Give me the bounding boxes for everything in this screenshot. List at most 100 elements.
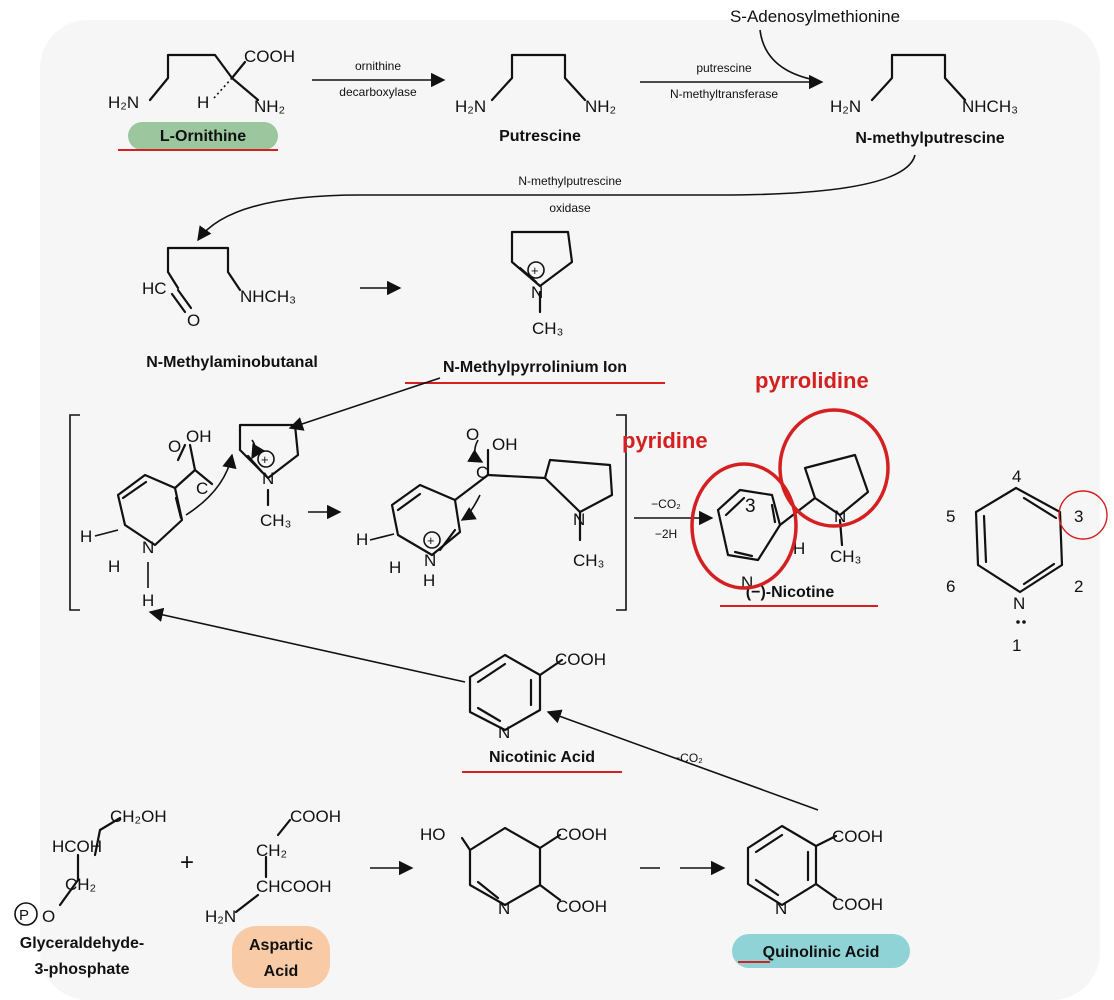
svg-text:O: O — [187, 311, 200, 330]
nicotinic-acid-label: Nicotinic Acid — [489, 749, 595, 766]
nicotinic-acid-structure: N COOH — [468, 650, 606, 742]
quinolinic-label: Quinolinic Acid — [763, 944, 880, 961]
svg-text:N: N — [142, 538, 154, 557]
putrescine-structure: H₂N NH₂ — [455, 53, 616, 116]
quinolinic-to-nicotinic-arrow — [546, 709, 819, 811]
svg-text:H₂N: H₂N — [205, 907, 236, 926]
svg-text:N: N — [834, 507, 846, 526]
svg-text:+: + — [261, 452, 269, 467]
dihydronicotinic-acid-structure: O OH C H H N H — [80, 427, 237, 610]
svg-text:H₂N: H₂N — [830, 97, 861, 116]
nicotine-position-3: 3 — [745, 496, 756, 517]
svg-text:C: C — [196, 479, 208, 498]
svg-text:OH: OH — [492, 435, 518, 454]
ornithine-highlight — [128, 122, 278, 150]
n-methylputrescine-structure: H₂N NHCH₃ — [830, 53, 1018, 116]
pyridine-number-5: 5 — [946, 507, 955, 526]
adduct-structure: O OH C H H + N H N CH₃ — [356, 425, 614, 590]
aspartic-highlight — [232, 926, 330, 988]
svg-text:O: O — [466, 425, 479, 444]
svg-text:COOH: COOH — [555, 650, 606, 669]
svg-text:NHCH₃: NHCH₃ — [962, 97, 1018, 116]
svg-text:H: H — [423, 571, 435, 590]
aspartic-label-1: Aspartic — [249, 937, 313, 954]
pyridine-number-3: 3 — [1074, 507, 1083, 526]
svg-text:O: O — [168, 437, 181, 456]
svg-text:CHCOOH: CHCOOH — [256, 877, 332, 896]
n-methylaminobutanal-structure: HC O NHCH₃ — [142, 246, 296, 330]
n-methylaminobutanal-label: N-Methylaminobutanal — [146, 354, 318, 371]
g3p-label-1: Glyceraldehyde- — [20, 935, 145, 952]
svg-text:HO: HO — [420, 825, 446, 844]
pyridine-ring-highlight — [690, 462, 798, 590]
aspartic-label-2: Acid — [264, 963, 299, 980]
mpo-arrow — [197, 154, 916, 242]
svg-text:H: H — [197, 93, 209, 112]
svg-text:CH₂: CH₂ — [256, 841, 287, 860]
pmt-label-1: putrescine — [696, 61, 752, 75]
svg-text:CH₃: CH₃ — [573, 551, 604, 570]
svg-text:H: H — [142, 591, 154, 610]
sam-input-arrow — [759, 29, 816, 81]
svg-text:H₂N: H₂N — [455, 97, 486, 116]
n-methylputrescine-label: N-methylputrescine — [855, 130, 1004, 147]
pyrrolidine-annotation: pyrrolidine — [755, 368, 869, 393]
mpo-label-2: oxidase — [549, 201, 591, 215]
svg-text:COOH: COOH — [556, 897, 607, 916]
g3p-label-2: 3-phosphate — [34, 961, 129, 978]
svg-text:N: N — [498, 723, 510, 742]
svg-text:+: + — [427, 533, 435, 548]
svg-text:O: O — [42, 907, 55, 926]
svg-text:CH₂: CH₂ — [65, 875, 96, 894]
tetrahydropyridine-intermediate-structure: HO N COOH COOH — [420, 825, 607, 918]
pyrrolinium-to-bracket-arrow — [288, 377, 441, 431]
pyridine-number-2: 2 — [1074, 577, 1083, 596]
sam-label: S-Adenosylmethionine — [730, 7, 900, 26]
nicotine-label: (−)-Nicotine — [746, 584, 835, 601]
l-ornithine-structure: H₂N COOH H NH₂ — [108, 47, 295, 116]
svg-text:H: H — [108, 557, 120, 576]
svg-text:HC: HC — [142, 279, 167, 298]
svg-text:CH₃: CH₃ — [532, 319, 563, 338]
h2-loss-label: −2H — [655, 527, 677, 541]
svg-text:H: H — [793, 539, 805, 558]
nicotinic-to-bracket-arrow — [148, 607, 466, 683]
mechanism-bracket — [69, 414, 627, 611]
svg-text:H: H — [389, 558, 401, 577]
svg-text:H₂N: H₂N — [108, 93, 139, 112]
quinolinic-highlight — [732, 934, 910, 968]
svg-text:OH: OH — [186, 427, 212, 446]
putrescine-label: Putrescine — [499, 128, 581, 145]
svg-text:CH₂OH: CH₂OH — [110, 807, 167, 826]
pyrrolinium-bracket-structure: + N CH₃ — [238, 423, 300, 530]
pyridine-nitrogen: N — [1013, 594, 1025, 613]
svg-text:N: N — [498, 899, 510, 918]
svg-text:COOH: COOH — [244, 47, 295, 66]
pyrrolidine-ring-highlight — [778, 408, 890, 528]
ornithine-label: L-Ornithine — [160, 128, 246, 145]
svg-text:NH₂: NH₂ — [585, 97, 616, 116]
pyridine-annotation: pyridine — [622, 428, 708, 453]
svg-text:H: H — [80, 527, 92, 546]
pyridine-number-4: 4 — [1012, 467, 1021, 486]
mpo-label-1: N-methylputrescine — [518, 174, 622, 188]
co2-loss-label: −CO₂ — [651, 497, 681, 511]
glyceraldehyde-3-phosphate-structure: CH₂OH HCOH CH₂ O P — [14, 807, 167, 926]
svg-text:COOH: COOH — [832, 895, 883, 914]
svg-text:P: P — [19, 907, 29, 924]
odc-label-1: ornithine — [355, 59, 401, 73]
svg-text:COOH: COOH — [556, 825, 607, 844]
pyridine-number-1: 1 — [1012, 636, 1021, 655]
svg-text:CH₃: CH₃ — [260, 511, 291, 530]
co2-loss-nicotinic-label: −CO₂ — [673, 751, 703, 765]
svg-text:+: + — [531, 263, 539, 278]
background-panel — [40, 20, 1100, 1000]
svg-text:H: H — [356, 530, 368, 549]
svg-text:N: N — [262, 469, 274, 488]
n-methylpyrrolinium-label: N-Methylpyrrolinium Ion — [443, 359, 627, 376]
svg-text:COOH: COOH — [832, 827, 883, 846]
position-3-circle — [1058, 490, 1108, 540]
svg-text:HCOH: HCOH — [52, 837, 102, 856]
